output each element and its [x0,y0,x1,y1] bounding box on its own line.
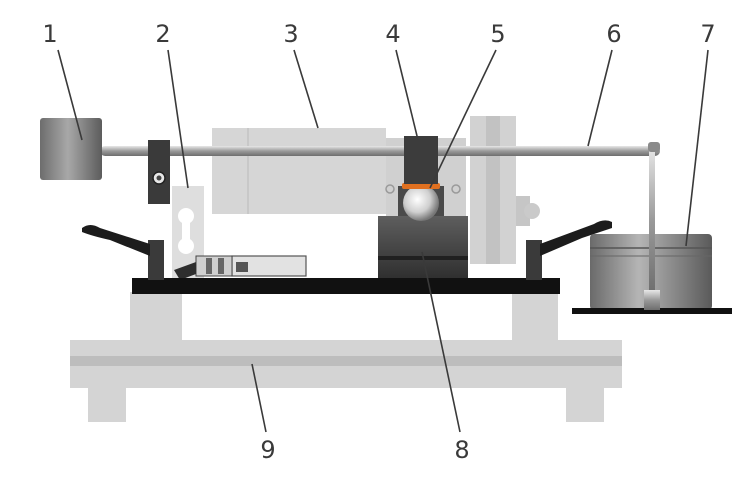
callout-4: 4 [385,20,400,48]
base-frame [70,292,622,422]
pin-holder [404,136,438,184]
callout-7: 7 [700,20,715,48]
callout-6: 6 [606,20,621,48]
callout-labels: 1 2 3 4 5 6 7 8 9 [42,20,715,464]
clamp-lever-right [526,220,612,280]
callout-3: 3 [283,20,298,48]
callout-8: 8 [454,436,469,464]
dead-weight [572,142,732,314]
counterweight [40,118,102,180]
leader-lines [57,49,709,433]
sensor-connector [174,255,307,280]
sample-holder [378,216,468,280]
callout-2: 2 [155,20,170,48]
callout-1: 1 [42,20,57,48]
base-plate [132,278,560,294]
callout-9: 9 [260,436,275,464]
callout-5: 5 [490,20,505,48]
test-ball [398,183,444,221]
rod-clamp [148,140,170,204]
clamp-lever-left [82,225,164,280]
lever-rod [100,146,660,156]
